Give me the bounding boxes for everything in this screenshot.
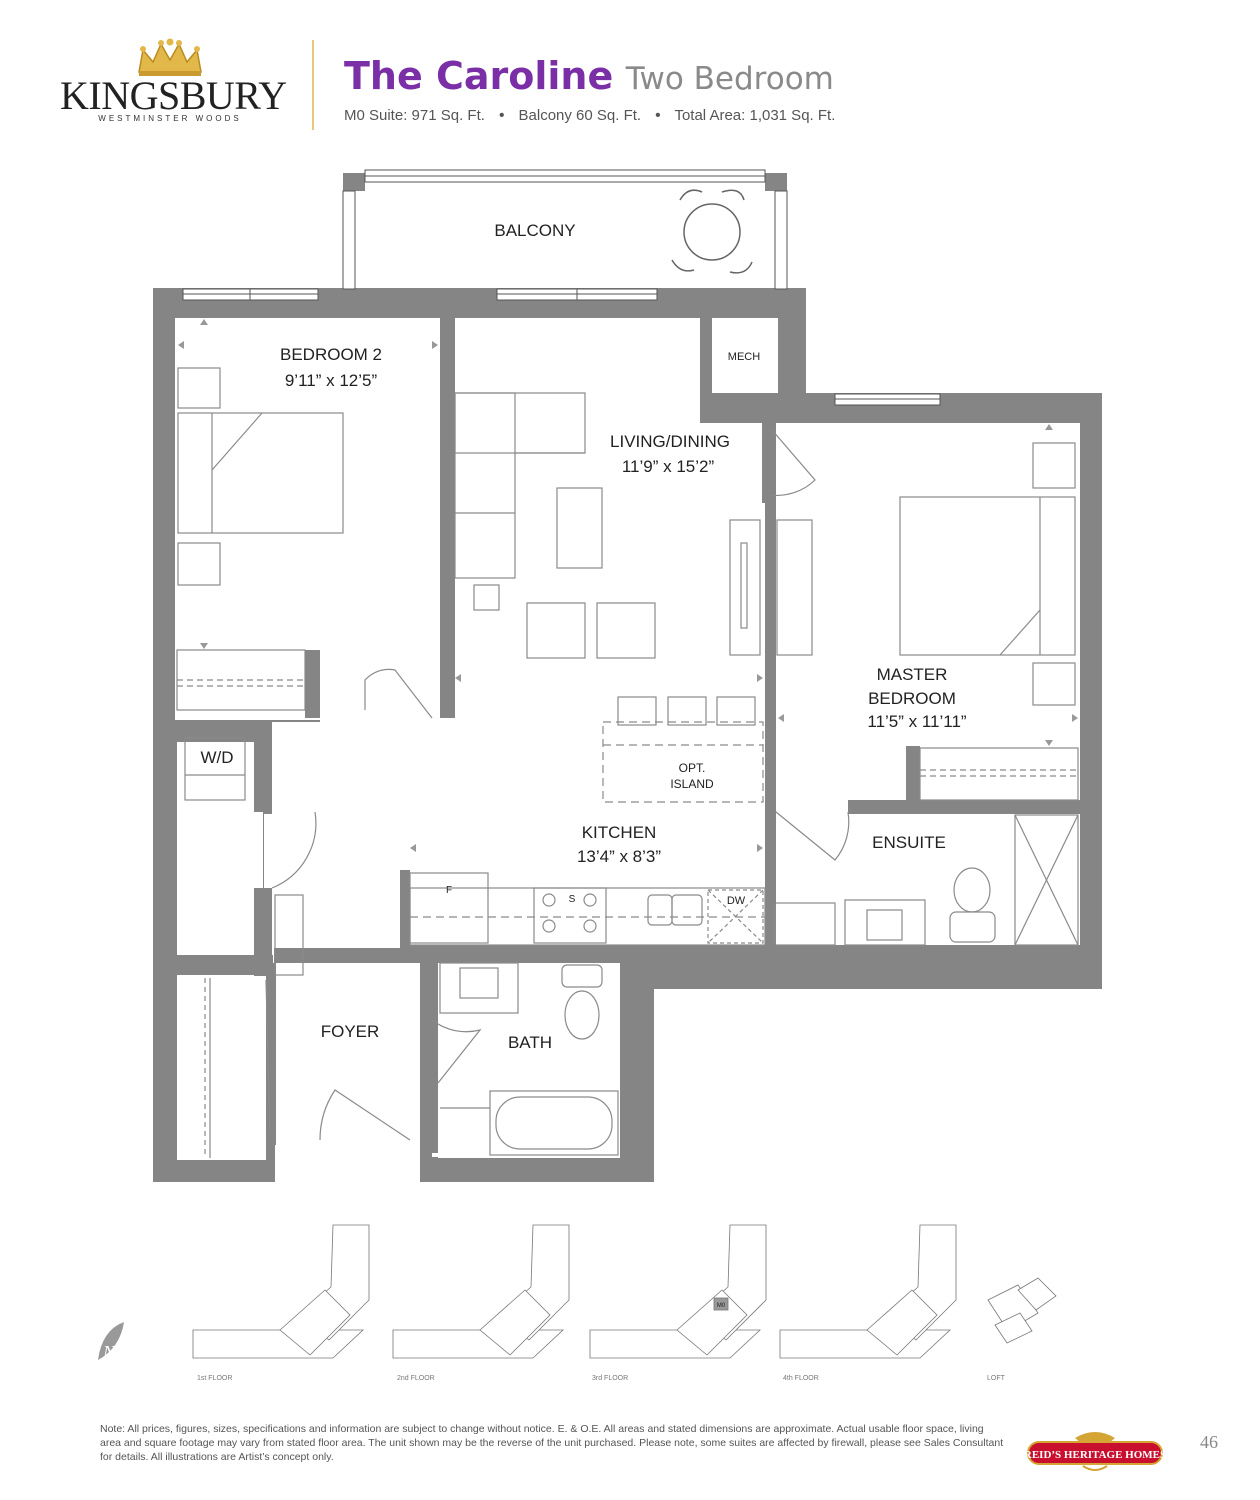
furniture (176, 367, 1079, 1158)
floor-label-2: 2nd FLOOR (397, 1375, 435, 1382)
exterior-walls (153, 288, 1102, 1182)
key-plan-floor-1 (192, 1224, 370, 1359)
key-plans: N M0 1st FLOOR (98, 1224, 1057, 1382)
label-bath: BATH (508, 1033, 552, 1052)
brand-subtitle: WESTMINSTER WOODS (98, 114, 242, 123)
key-plan-loft (987, 1277, 1057, 1344)
header-divider (312, 40, 314, 130)
key-plan-floor-2 (392, 1224, 570, 1359)
disclaimer-note: Note: All prices, figures, sizes, specif… (100, 1423, 1004, 1463)
dims-living: 11’9” x 15’2” (622, 457, 715, 476)
label-mech: MECH (728, 351, 760, 363)
label-kitchen: KITCHEN (582, 823, 657, 842)
key-plan-highlight-label: M0 (717, 1303, 726, 1309)
room-fills (175, 318, 1080, 1160)
room-labels: BALCONY BEDROOM 2 9’11” x 12’5” MECH LIV… (200, 221, 966, 1052)
floor-label-3: 3rd FLOOR (592, 1375, 628, 1382)
key-plan-floor-4 (779, 1224, 957, 1359)
suite-type: Two Bedroom (625, 61, 834, 97)
spec-total-area: Total Area: 1,031 Sq. Ft. (674, 107, 836, 124)
label-living: LIVING/DINING (610, 432, 730, 451)
label-foyer: FOYER (321, 1022, 380, 1041)
page-title: The Caroline Two Bedroom (344, 54, 834, 98)
dims-master: 11’5” x 11’11” (867, 712, 967, 731)
windows (182, 288, 941, 406)
floor-plan: BALCONY BEDROOM 2 9’11” x 12’5” MECH LIV… (153, 169, 1102, 1182)
key-plan-floor-3: M0 (589, 1224, 767, 1359)
key-plan-labels: 1st FLOOR 2nd FLOOR 3rd FLOOR 4th FLOOR … (197, 1375, 1006, 1382)
interior-walls (153, 318, 1080, 1182)
dimension-arrows (178, 319, 1078, 852)
key-plan-highlight (713, 1297, 729, 1311)
north-arrow-icon: N (98, 1322, 124, 1362)
label-master-1: MASTER (877, 665, 948, 684)
crown-icon (138, 38, 202, 76)
suite-specs: M0 Suite: 971 Sq. Ft. • Balcony 60 Sq. F… (344, 107, 835, 124)
label-wd: W/D (200, 748, 233, 767)
label-stove: S (569, 894, 576, 905)
balcony-table (671, 189, 753, 274)
label-master-2: BEDROOM (868, 689, 956, 708)
spec-separator: • (655, 107, 661, 124)
builder-name: REID’S HERITAGE HOMES (1025, 1449, 1165, 1461)
reids-heritage-homes-logo: REID’S HERITAGE HOMES (1025, 1432, 1165, 1471)
svg-text:N: N (102, 1342, 116, 1362)
suite-name: The Caroline (344, 54, 614, 98)
label-ensuite: ENSUITE (872, 833, 946, 852)
floor-label-loft: LOFT (987, 1375, 1006, 1382)
label-island-2: ISLAND (670, 777, 714, 791)
balcony (342, 169, 788, 290)
spec-balcony-area: Balcony 60 Sq. Ft. (518, 107, 642, 124)
page-number: 46 (1200, 1432, 1218, 1452)
spec-separator: • (499, 107, 505, 124)
label-island-1: OPT. (679, 761, 706, 775)
dims-bedroom2: 9’11” x 12’5” (285, 371, 378, 390)
brand-wordmark: KINGSBURY (60, 73, 287, 118)
floor-label-1: 1st FLOOR (197, 1375, 232, 1382)
dims-kitchen: 13’4” x 8’3” (577, 847, 661, 866)
spec-suite-area: M0 Suite: 971 Sq. Ft. (344, 107, 485, 124)
label-bedroom2: BEDROOM 2 (280, 345, 382, 364)
floor-label-4: 4th FLOOR (783, 1375, 819, 1382)
label-fridge: F (446, 885, 452, 896)
label-dishwasher: DW (727, 895, 746, 907)
kingsbury-logo: KINGSBURY WESTMINSTER WOODS (60, 38, 287, 130)
label-balcony: BALCONY (494, 221, 575, 240)
